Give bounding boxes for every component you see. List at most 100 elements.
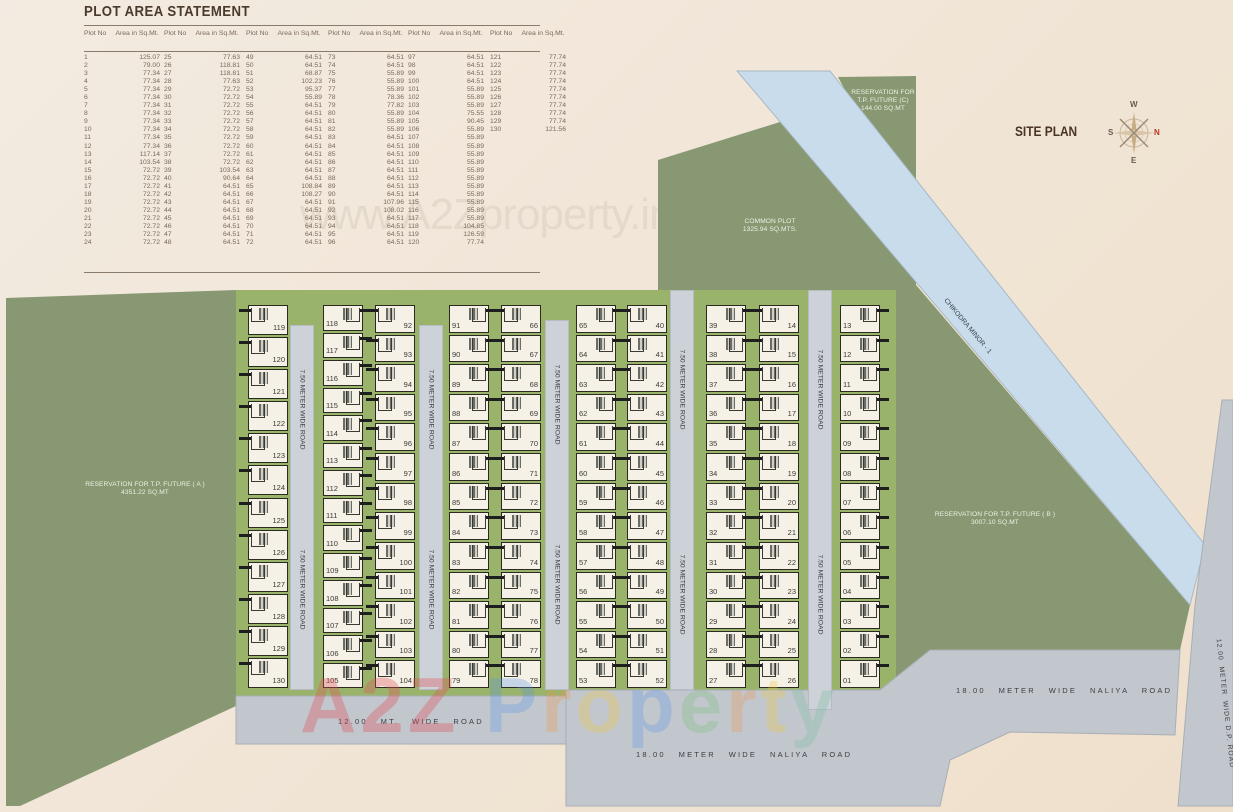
plot-33[interactable]: 33 [706, 482, 755, 511]
plot-53[interactable]: 53 [576, 660, 625, 688]
plot-99[interactable]: 99 [366, 512, 415, 540]
plot-04[interactable]: 04 [840, 571, 889, 600]
plot-123[interactable]: 123 [239, 433, 288, 464]
plot-95[interactable]: 95 [366, 393, 415, 422]
plot-129[interactable]: 129 [239, 625, 288, 656]
plot-66[interactable]: 66 [492, 305, 541, 333]
plot-112[interactable]: 112 [323, 470, 372, 496]
plot-27[interactable]: 27 [706, 660, 755, 688]
plot-110[interactable]: 110 [323, 525, 372, 551]
plot-124[interactable]: 124 [239, 465, 288, 496]
plot-36[interactable]: 36 [706, 393, 755, 422]
plot-121[interactable]: 121 [239, 369, 288, 400]
plot-105[interactable]: 105 [323, 662, 372, 688]
plot-72[interactable]: 72 [492, 482, 541, 511]
plot-73[interactable]: 73 [492, 512, 541, 540]
plot-19[interactable]: 19 [750, 453, 799, 481]
plot-50[interactable]: 50 [618, 601, 667, 629]
plot-96[interactable]: 96 [366, 423, 415, 452]
plot-84[interactable]: 84 [449, 512, 498, 540]
plot-20[interactable]: 20 [750, 482, 799, 511]
plot-116[interactable]: 116 [323, 360, 372, 386]
plot-120[interactable]: 120 [239, 337, 288, 368]
plot-14[interactable]: 14 [750, 305, 799, 333]
plot-06[interactable]: 06 [840, 512, 889, 540]
plot-93[interactable]: 93 [366, 334, 415, 363]
plot-49[interactable]: 49 [618, 571, 667, 600]
plot-106[interactable]: 106 [323, 635, 372, 661]
plot-62[interactable]: 62 [576, 393, 625, 422]
plot-88[interactable]: 88 [449, 393, 498, 422]
plot-68[interactable]: 68 [492, 364, 541, 392]
plot-65[interactable]: 65 [576, 305, 625, 333]
plot-60[interactable]: 60 [576, 453, 625, 481]
plot-52[interactable]: 52 [618, 660, 667, 688]
plot-58[interactable]: 58 [576, 512, 625, 540]
plot-55[interactable]: 55 [576, 601, 625, 629]
plot-02[interactable]: 02 [840, 630, 889, 659]
plot-18[interactable]: 18 [750, 423, 799, 452]
plot-128[interactable]: 128 [239, 593, 288, 624]
plot-10[interactable]: 10 [840, 393, 889, 422]
plot-46[interactable]: 46 [618, 482, 667, 511]
plot-114[interactable]: 114 [323, 415, 372, 441]
plot-109[interactable]: 109 [323, 552, 372, 578]
plot-26[interactable]: 26 [750, 660, 799, 688]
plot-87[interactable]: 87 [449, 423, 498, 452]
plot-70[interactable]: 70 [492, 423, 541, 452]
plot-92[interactable]: 92 [366, 305, 415, 333]
plot-32[interactable]: 32 [706, 512, 755, 540]
plot-108[interactable]: 108 [323, 580, 372, 606]
plot-30[interactable]: 30 [706, 571, 755, 600]
plot-01[interactable]: 01 [840, 660, 889, 688]
plot-91[interactable]: 91 [449, 305, 498, 333]
plot-104[interactable]: 104 [366, 660, 415, 688]
plot-82[interactable]: 82 [449, 571, 498, 600]
plot-130[interactable]: 130 [239, 657, 288, 688]
plot-71[interactable]: 71 [492, 453, 541, 481]
plot-89[interactable]: 89 [449, 364, 498, 392]
plot-94[interactable]: 94 [366, 364, 415, 392]
plot-59[interactable]: 59 [576, 482, 625, 511]
plot-86[interactable]: 86 [449, 453, 498, 481]
plot-51[interactable]: 51 [618, 630, 667, 659]
plot-69[interactable]: 69 [492, 393, 541, 422]
plot-76[interactable]: 76 [492, 601, 541, 629]
plot-23[interactable]: 23 [750, 571, 799, 600]
plot-25[interactable]: 25 [750, 630, 799, 659]
plot-125[interactable]: 125 [239, 497, 288, 528]
plot-54[interactable]: 54 [576, 630, 625, 659]
plot-81[interactable]: 81 [449, 601, 498, 629]
plot-111[interactable]: 111 [323, 497, 372, 523]
plot-79[interactable]: 79 [449, 660, 498, 688]
plot-61[interactable]: 61 [576, 423, 625, 452]
plot-119[interactable]: 119 [239, 305, 288, 336]
plot-83[interactable]: 83 [449, 541, 498, 570]
plot-48[interactable]: 48 [618, 541, 667, 570]
plot-40[interactable]: 40 [618, 305, 667, 333]
plot-102[interactable]: 102 [366, 601, 415, 629]
plot-103[interactable]: 103 [366, 630, 415, 659]
plot-12[interactable]: 12 [840, 334, 889, 363]
plot-13[interactable]: 13 [840, 305, 889, 333]
plot-126[interactable]: 126 [239, 529, 288, 560]
plot-64[interactable]: 64 [576, 334, 625, 363]
plot-63[interactable]: 63 [576, 364, 625, 392]
plot-122[interactable]: 122 [239, 401, 288, 432]
plot-05[interactable]: 05 [840, 541, 889, 570]
plot-31[interactable]: 31 [706, 541, 755, 570]
plot-47[interactable]: 47 [618, 512, 667, 540]
plot-75[interactable]: 75 [492, 571, 541, 600]
plot-78[interactable]: 78 [492, 660, 541, 688]
plot-39[interactable]: 39 [706, 305, 755, 333]
plot-08[interactable]: 08 [840, 453, 889, 481]
plot-117[interactable]: 117 [323, 332, 372, 358]
plot-56[interactable]: 56 [576, 571, 625, 600]
plot-118[interactable]: 118 [323, 305, 372, 331]
plot-45[interactable]: 45 [618, 453, 667, 481]
plot-101[interactable]: 101 [366, 571, 415, 600]
plot-85[interactable]: 85 [449, 482, 498, 511]
plot-07[interactable]: 07 [840, 482, 889, 511]
plot-38[interactable]: 38 [706, 334, 755, 363]
plot-90[interactable]: 90 [449, 334, 498, 363]
